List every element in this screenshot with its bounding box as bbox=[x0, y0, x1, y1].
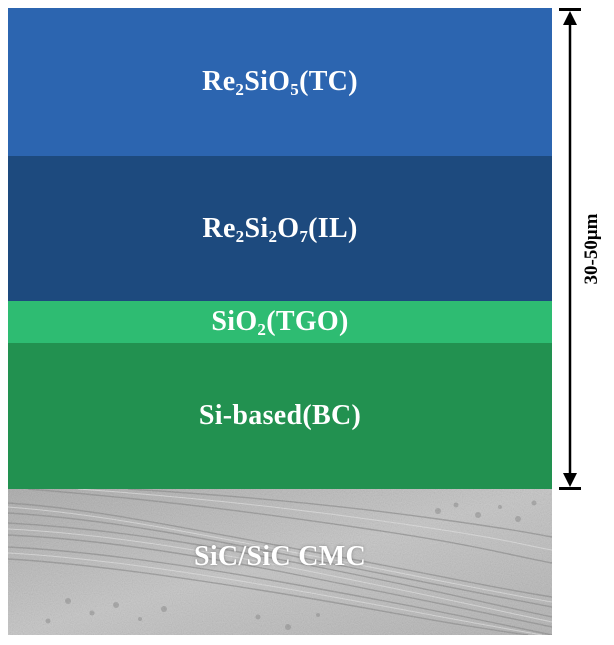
layer-label-bondcoat: Si-based(BC) bbox=[198, 400, 362, 431]
layer-label-intermediate: Re2Si2O7(IL) bbox=[202, 212, 358, 246]
layer-label-tgo: SiO2(TGO) bbox=[211, 306, 349, 339]
thickness-label: 30-50μm bbox=[581, 213, 602, 285]
layer-label-topcoat: Re2SiO5(TC) bbox=[202, 66, 358, 99]
layer-bondcoat-si: Si-based(BC) bbox=[8, 343, 552, 489]
dimension-arrowhead-down bbox=[563, 473, 577, 487]
thickness-dimension-arrow bbox=[559, 8, 581, 490]
layer-substrate-cmc: SiC/SiC CMC bbox=[8, 489, 552, 635]
substrate-texture bbox=[8, 489, 552, 635]
layer-topcoat-re2sio5: Re2SiO5(TC) bbox=[8, 8, 552, 156]
dimension-arrowhead-up bbox=[563, 11, 577, 25]
layer-tgo-sio2: SiO2(TGO) bbox=[8, 301, 552, 343]
layer-intermediate-re2si2o7: Re2Si2O7(IL) bbox=[8, 156, 552, 301]
layer-label-substrate: SiC/SiC CMC bbox=[193, 541, 367, 572]
